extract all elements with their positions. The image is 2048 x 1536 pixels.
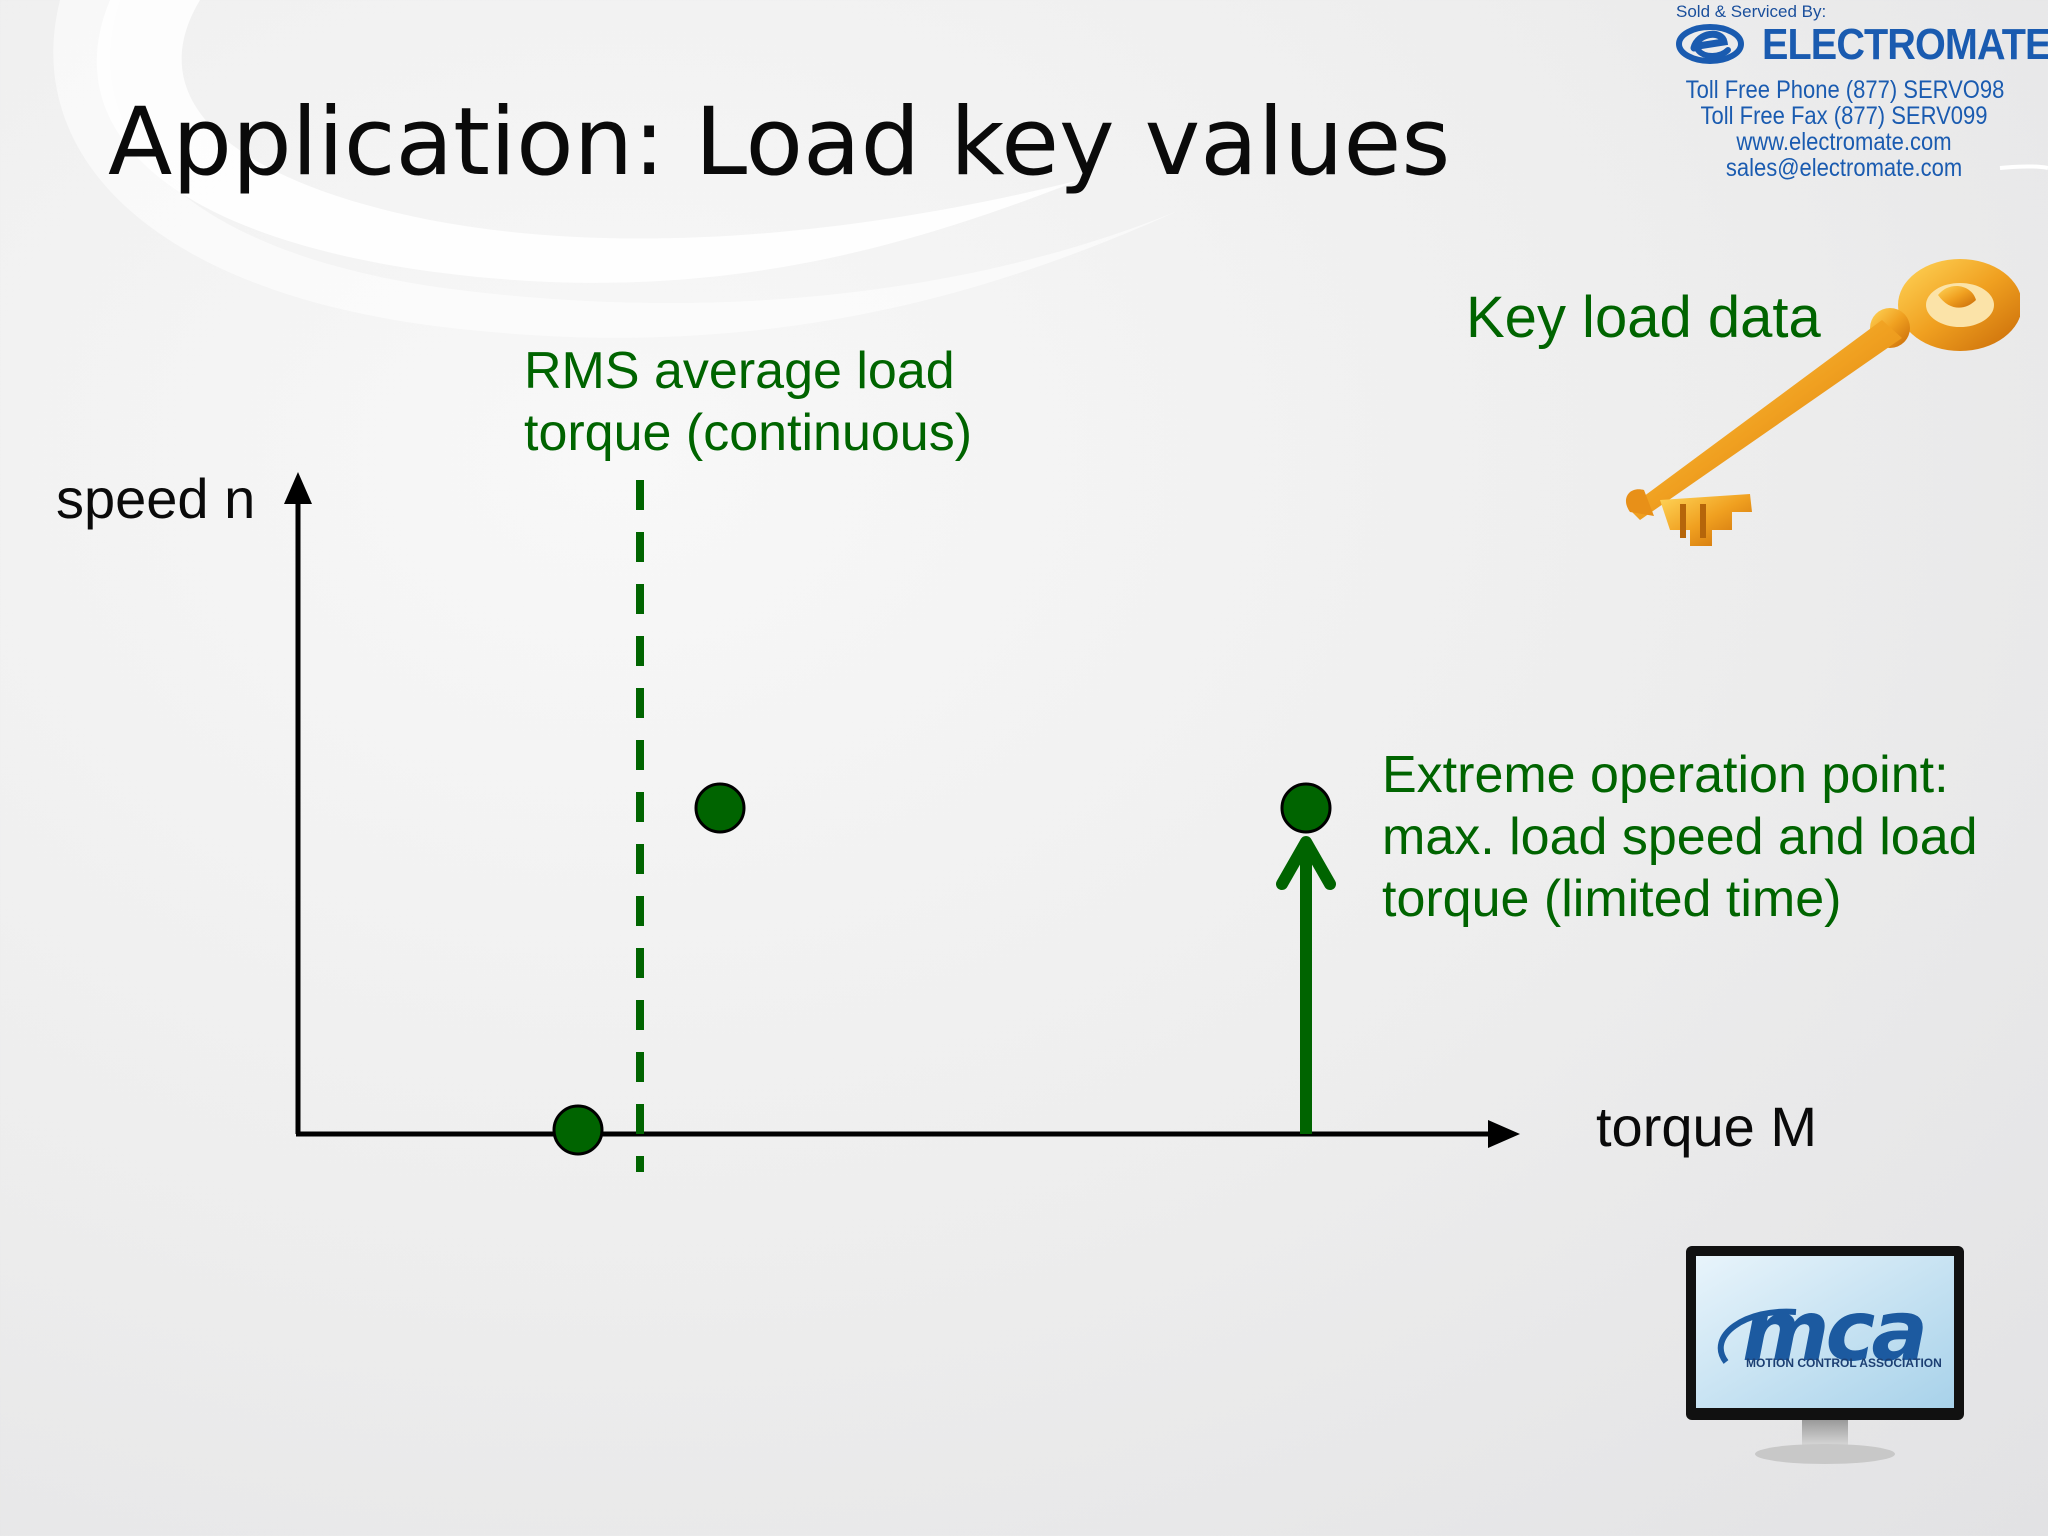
y-axis-arrowhead bbox=[284, 472, 312, 504]
email-line: sales@electromate.com bbox=[1725, 154, 1963, 182]
y-axis-label: speed n bbox=[56, 467, 256, 530]
operating-point-low bbox=[552, 1104, 604, 1156]
mca-subtitle: MOTION CONTROL ASSOCIATION bbox=[1746, 1356, 1942, 1370]
x-axis-arrowhead bbox=[1488, 1120, 1520, 1148]
fax-line: Toll Free Fax (877) SERV099 bbox=[1700, 102, 1988, 130]
extreme-operation-point bbox=[1280, 782, 1332, 834]
golden-key-icon bbox=[1625, 259, 2020, 546]
key-load-data-label: Key load data bbox=[1466, 285, 1821, 350]
operating-point-mid bbox=[694, 782, 746, 834]
rms-label-line-2: torque (continuous) bbox=[524, 404, 973, 462]
extreme-label-line-3: torque (limited time) bbox=[1382, 870, 1842, 928]
x-axis-label: torque M bbox=[1596, 1095, 1817, 1158]
slide-title: Application: Load key values bbox=[108, 88, 1451, 197]
phone-line: Toll Free Phone (877) SERVO98 bbox=[1685, 76, 2005, 104]
electromate-brand: ELECTROMATE bbox=[1762, 20, 2048, 69]
sold-by-label: Sold & Serviced By: bbox=[1676, 2, 1827, 21]
web-line: www.electromate.com bbox=[1736, 128, 1952, 156]
extreme-label-line-2: max. load speed and load bbox=[1382, 808, 1978, 866]
extreme-label-line-1: Extreme operation point: bbox=[1382, 746, 1949, 804]
extreme-arrow-head bbox=[1276, 836, 1336, 890]
mca-monitor-icon: mca MOTION CONTROL ASSOCIATION bbox=[1686, 1246, 1964, 1470]
electromate-logo-icon bbox=[1676, 24, 1744, 64]
mca-wordmark: mca bbox=[1742, 1282, 1928, 1380]
rms-label-line-1: RMS average load bbox=[524, 342, 955, 400]
